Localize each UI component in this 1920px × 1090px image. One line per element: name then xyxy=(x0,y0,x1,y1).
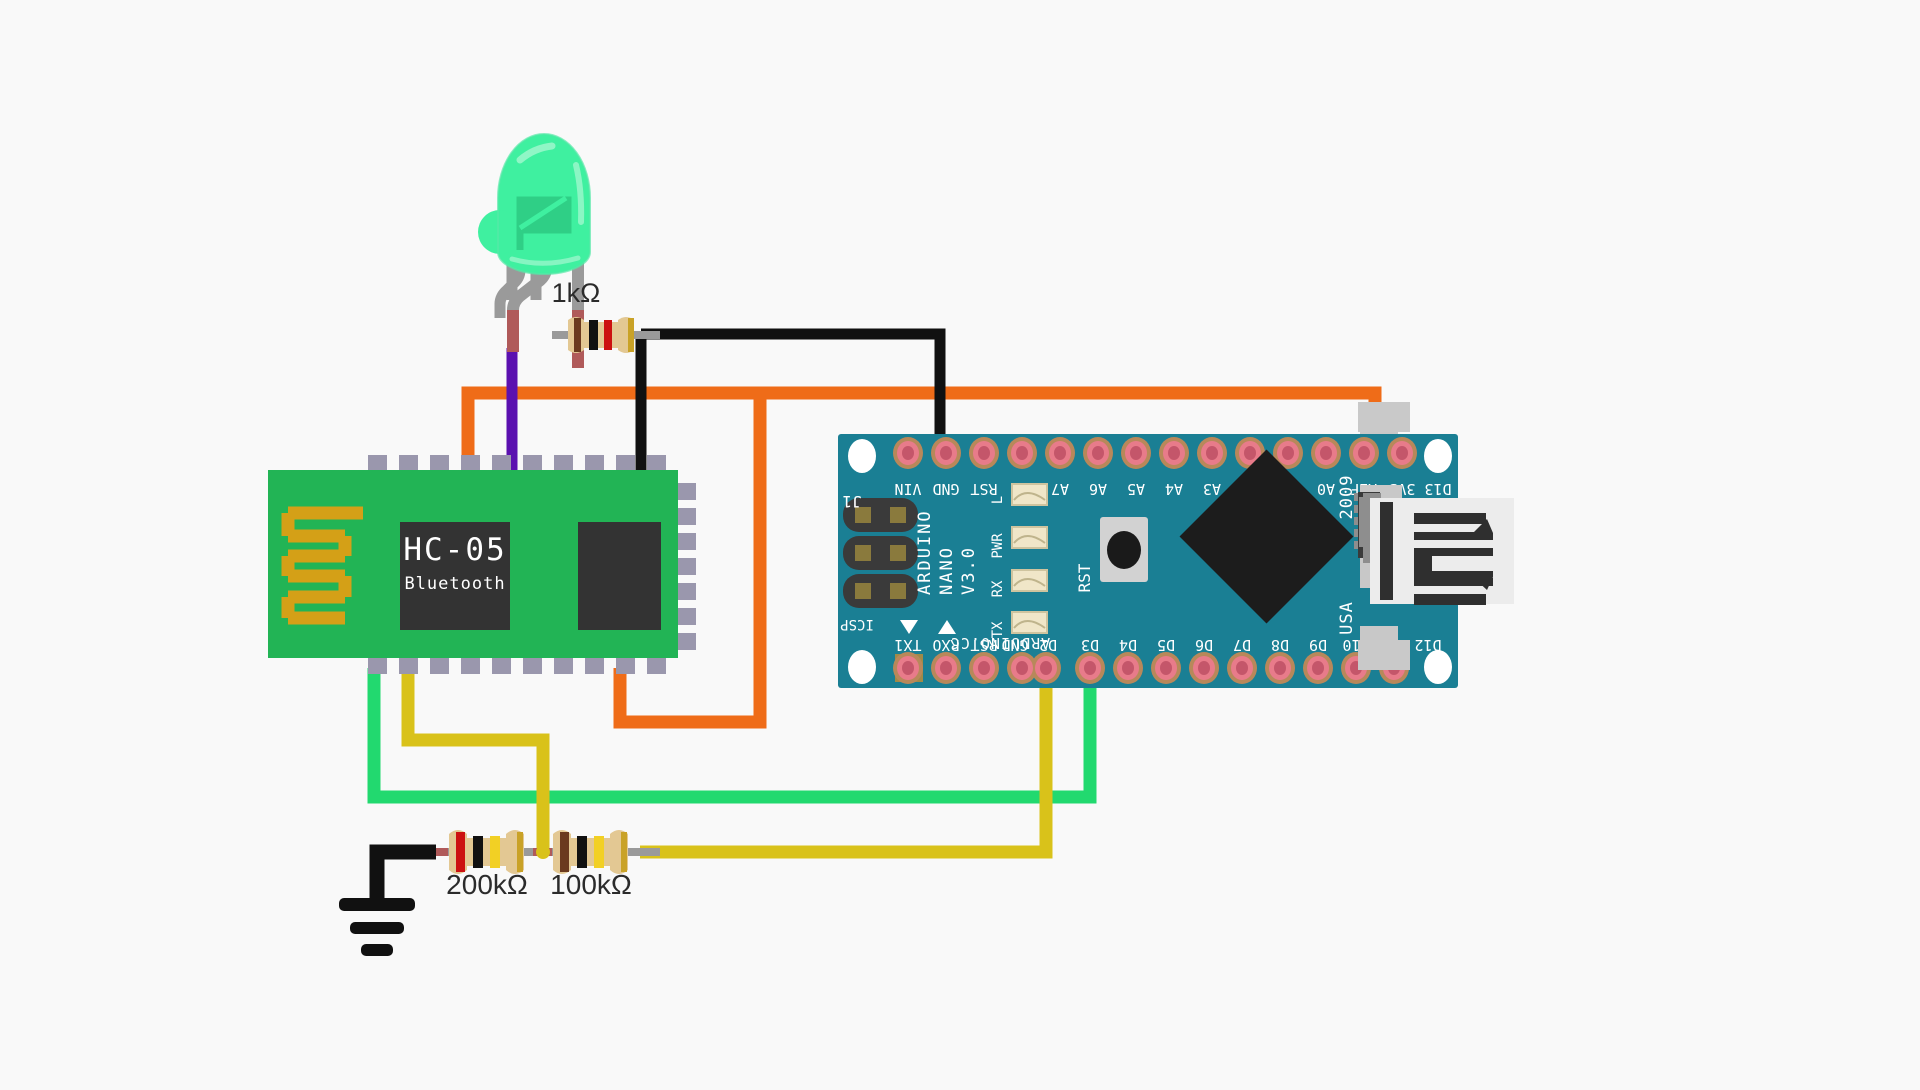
divider-junction-node xyxy=(536,845,550,859)
resistor-200k: 200kΩ xyxy=(446,830,528,900)
pin-label-d6: D6 xyxy=(1195,636,1213,654)
pin-label-a0: A0 xyxy=(1317,480,1335,498)
pin-label-d13: D13 xyxy=(1424,480,1451,498)
silk-arduino-cc: ARDUINO.CC xyxy=(950,634,1050,652)
led-label-rx: RX xyxy=(990,580,1006,597)
hc05-subtitle: Bluetooth xyxy=(404,574,505,594)
silk-arduino: ARDUINO xyxy=(915,509,935,595)
pin-label-a6: A6 xyxy=(1089,480,1107,498)
arduino-nano-board: VIN GND RST 5V A7 A6 A5 A4 A3 A2 A1 A0 R… xyxy=(838,402,1514,688)
voltage-divider: 200kΩ 100kΩ xyxy=(339,830,660,956)
polarity-triangle-down xyxy=(900,620,918,634)
mounting-hole-tr xyxy=(1424,439,1452,473)
led-label-tx: TX xyxy=(990,621,1006,638)
wire-black-gnd xyxy=(635,328,946,470)
pin-label-rxo: RXO xyxy=(932,636,959,654)
j1-label: J1 xyxy=(842,492,861,511)
hc05-title: HC-05 xyxy=(403,532,506,568)
pin-label-d8: D8 xyxy=(1271,636,1289,654)
arduino-pins-top[interactable] xyxy=(893,437,1417,469)
resistor-1k-label: 1kΩ xyxy=(552,278,601,308)
hc05-main-chip xyxy=(400,522,510,630)
wire-green-signal xyxy=(367,668,1097,804)
resistor-1k: 1kΩ xyxy=(552,278,660,353)
arduino-pins-bottom[interactable] xyxy=(893,652,1409,684)
pin-label-a3: A3 xyxy=(1203,480,1221,498)
polarity-triangle-up xyxy=(938,620,956,634)
hc05-secondary-chip xyxy=(578,522,661,630)
pin-label-d4: D4 xyxy=(1119,636,1137,654)
silk-year: 2009 xyxy=(1337,475,1357,520)
usb-mini-connector[interactable] xyxy=(1354,402,1514,670)
pin-label-a7: A7 xyxy=(1051,480,1069,498)
atmega-chip xyxy=(1179,449,1354,624)
silk-version: V3.0 xyxy=(959,546,979,595)
mounting-hole-br xyxy=(1424,650,1452,684)
icsp-label: ICSP xyxy=(840,616,874,632)
pin-label-d5: D5 xyxy=(1157,636,1175,654)
silk-country: USA xyxy=(1337,601,1357,635)
pin-label-a4: A4 xyxy=(1165,480,1183,498)
mounting-hole-tl xyxy=(848,439,876,473)
pin-label-vin: VIN xyxy=(894,480,921,498)
pin-label-gnd-top: GND xyxy=(932,480,959,498)
pin-label-d3: D3 xyxy=(1081,636,1099,654)
ground-symbol xyxy=(339,844,436,956)
hc05-module: HC-05 Bluetooth xyxy=(268,455,696,674)
pin-label-a5: A5 xyxy=(1127,480,1145,498)
resistor-100k: 100kΩ xyxy=(550,830,632,900)
arduino-indicator-leds xyxy=(1011,483,1048,634)
pin-label-d12: D12 xyxy=(1414,636,1441,654)
wire-yellow-signal xyxy=(401,668,1053,859)
icsp-header[interactable] xyxy=(843,498,918,608)
resistor-200k-label: 200kΩ xyxy=(446,869,528,900)
led-label-l: L xyxy=(990,496,1006,504)
hc05-antenna xyxy=(281,506,363,625)
pin-label-rst-bottom: RST xyxy=(970,636,997,654)
resistor-100k-label: 100kΩ xyxy=(550,869,632,900)
pin-label-tx1: TX1 xyxy=(894,636,921,654)
led-label-pwr: PWR xyxy=(990,533,1006,559)
silk-nano: NANO xyxy=(937,546,957,595)
reset-label: RST xyxy=(1075,563,1094,592)
pin-label-gnd-bottom: GND xyxy=(1001,636,1028,654)
pin-label-d2: D2 xyxy=(1039,636,1057,654)
mounting-hole-bl xyxy=(848,650,876,684)
pin-label-d9: D9 xyxy=(1309,636,1327,654)
pin-label-rst-top: RST xyxy=(970,480,997,498)
reset-button[interactable] xyxy=(1100,517,1148,582)
pin-label-d7: D7 xyxy=(1233,636,1251,654)
